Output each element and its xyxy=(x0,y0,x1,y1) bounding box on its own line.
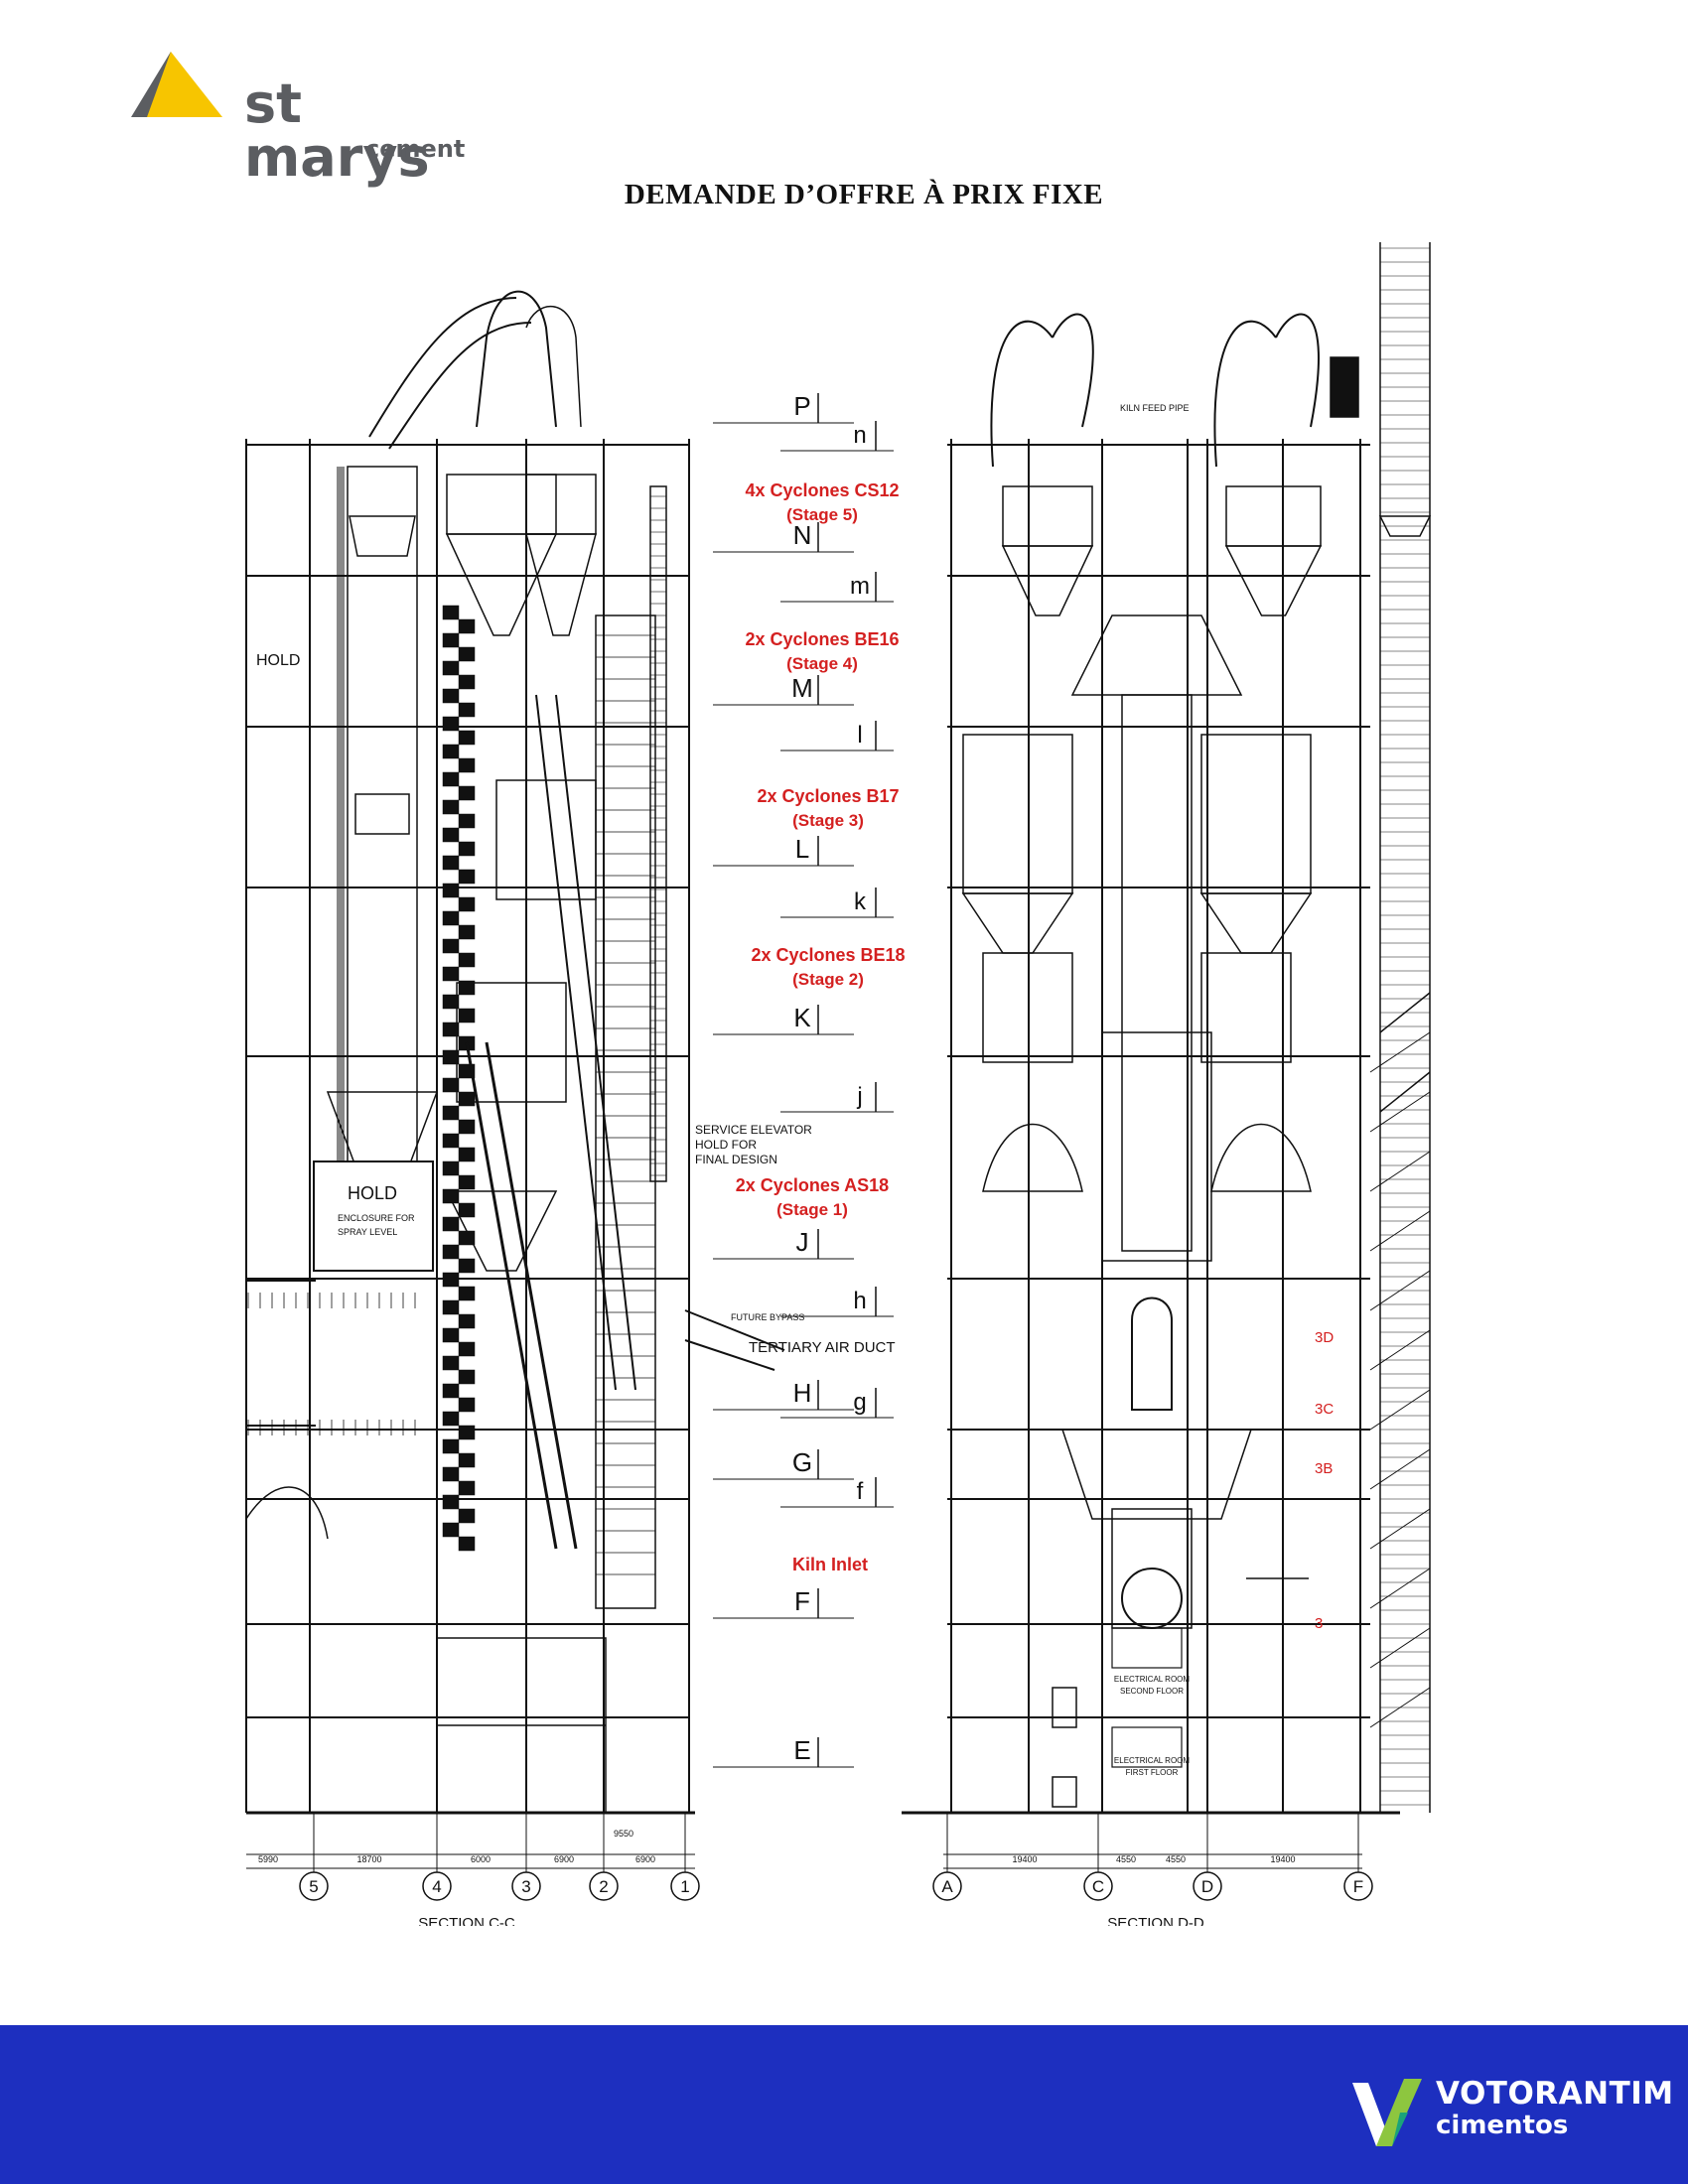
axis-bubble-A xyxy=(932,1871,962,1901)
elec-room-second-note-0: ELECTRICAL ROOM xyxy=(1114,1675,1190,1684)
red-mark-3D: 3D xyxy=(1315,1329,1334,1346)
level-marker-r-f: f xyxy=(857,1478,864,1505)
service-elevator-note-0: SERVICE ELEVATOR xyxy=(695,1123,812,1137)
document-title: DEMANDE D’OFFRE À PRIX FIXE xyxy=(624,179,1104,210)
level-marker-J: J xyxy=(796,1227,809,1257)
company-sub: cement xyxy=(365,135,466,163)
level-marker-L: L xyxy=(795,834,809,864)
level-marker-F: F xyxy=(794,1586,810,1616)
dim-left-0: 5990 xyxy=(258,1854,278,1864)
dim-right-3: 19400 xyxy=(1270,1854,1295,1864)
section-right-label: SECTION D-D xyxy=(1107,1915,1204,1926)
level-marker-r-l: l xyxy=(857,722,862,749)
dim-left-4: 9550 xyxy=(614,1829,633,1839)
brand-sub: cimentos xyxy=(1436,2111,1569,2140)
st-marys-logo: st marys cement xyxy=(127,48,485,185)
stage-label-4: 2x Cyclones BE16 xyxy=(745,629,899,649)
dim-right-2: 4550 xyxy=(1166,1854,1186,1864)
axis-bubble-1 xyxy=(670,1871,700,1901)
dim-right-1: 4550 xyxy=(1116,1854,1136,1864)
level-marker-P: P xyxy=(793,391,810,421)
level-marker-K: K xyxy=(793,1003,811,1032)
triangle-logo-icon xyxy=(131,52,222,117)
drawing-linework xyxy=(245,242,1432,1872)
kiln-circle xyxy=(1121,1568,1183,1629)
stage-label-1: 2x Cyclones AS18 xyxy=(736,1175,889,1195)
level-marker-r-n: n xyxy=(853,422,866,449)
level-marker-N: N xyxy=(793,520,812,550)
axis-label-A: A xyxy=(941,1877,953,1896)
dim-left-3: 6900 xyxy=(554,1854,574,1864)
stage-number-1: (Stage 1) xyxy=(776,1200,848,1219)
axis-bubble-F xyxy=(1343,1871,1373,1901)
axis-label-4: 4 xyxy=(432,1877,441,1896)
level-marker-G: G xyxy=(792,1447,812,1477)
stage-number-3: (Stage 3) xyxy=(792,811,864,830)
hold-enclosure-note: ENCLOSURE FOR xyxy=(338,1213,415,1223)
stage-label-5: 4x Cyclones CS12 xyxy=(745,480,899,500)
axis-label-3: 3 xyxy=(521,1877,530,1896)
level-marker-E: E xyxy=(793,1735,810,1765)
level-marker-M: M xyxy=(791,673,813,703)
red-mark-3C: 3C xyxy=(1315,1401,1334,1418)
votorantim-logo: VOTORANTIM cimentos xyxy=(1346,2073,1673,2152)
axis-label-D: D xyxy=(1201,1877,1213,1896)
kiln-inlet-label: Kiln Inlet xyxy=(792,1555,868,1574)
red-mark-3: 3 xyxy=(1315,1615,1323,1632)
axis-label-5: 5 xyxy=(309,1877,318,1896)
level-marker-r-m: m xyxy=(850,573,870,600)
axis-label-F: F xyxy=(1353,1877,1363,1896)
future-bypass-note: FUTURE BYPASS xyxy=(731,1312,804,1322)
level-marker-r-k: k xyxy=(854,888,867,915)
dim-left-5: 6900 xyxy=(635,1854,655,1864)
axis-label-2: 2 xyxy=(599,1877,608,1896)
tertiary-air-duct-note: TERTIARY AIR DUCT xyxy=(749,1339,896,1356)
section-left-label: SECTION C-C xyxy=(418,1915,515,1926)
axis-bubble-D xyxy=(1193,1871,1222,1901)
level-marker-r-g: g xyxy=(853,1389,866,1416)
elec-room-second-note-1: SECOND FLOOR xyxy=(1120,1687,1184,1696)
stage-label-2: 2x Cyclones BE18 xyxy=(751,945,905,965)
kiln-feed-pipe-note: KILN FEED PIPE xyxy=(1120,403,1190,413)
level-marker-H: H xyxy=(793,1378,812,1408)
hold-note-mid: HOLD xyxy=(348,1183,397,1203)
stage-number-4: (Stage 4) xyxy=(786,654,858,673)
dim-left-2: 6000 xyxy=(471,1854,491,1864)
dim-left-1: 18700 xyxy=(356,1854,381,1864)
hold-note-top: HOLD xyxy=(256,652,300,669)
red-mark-3B: 3B xyxy=(1315,1460,1333,1477)
elec-room-first-note-1: FIRST FLOOR xyxy=(1126,1768,1179,1777)
dim-right-0: 19400 xyxy=(1012,1854,1037,1864)
stage-label-3: 2x Cyclones B17 xyxy=(757,786,899,806)
axis-label-C: C xyxy=(1092,1877,1104,1896)
axis-bubble-3 xyxy=(511,1871,541,1901)
level-marker-r-h: h xyxy=(853,1288,866,1314)
company-name: st marys xyxy=(244,72,430,189)
brand-name: VOTORANTIM xyxy=(1436,2076,1674,2112)
hold-spray-note: SPRAY LEVEL xyxy=(338,1227,397,1237)
elec-room-first-note-0: ELECTRICAL ROOM xyxy=(1114,1756,1190,1765)
axis-bubble-2 xyxy=(589,1871,619,1901)
service-elevator-note-1: HOLD FOR xyxy=(695,1138,757,1152)
stage-number-2: (Stage 2) xyxy=(792,970,864,989)
service-elevator-note-2: FINAL DESIGN xyxy=(695,1153,777,1166)
level-marker-r-j: j xyxy=(856,1083,862,1110)
stage-number-5: (Stage 5) xyxy=(786,505,858,524)
v-logo-icon xyxy=(1352,2079,1422,2146)
axis-label-1: 1 xyxy=(680,1877,689,1896)
axis-bubble-4 xyxy=(422,1871,452,1901)
axis-bubble-5 xyxy=(299,1871,329,1901)
axis-bubble-C xyxy=(1083,1871,1113,1901)
